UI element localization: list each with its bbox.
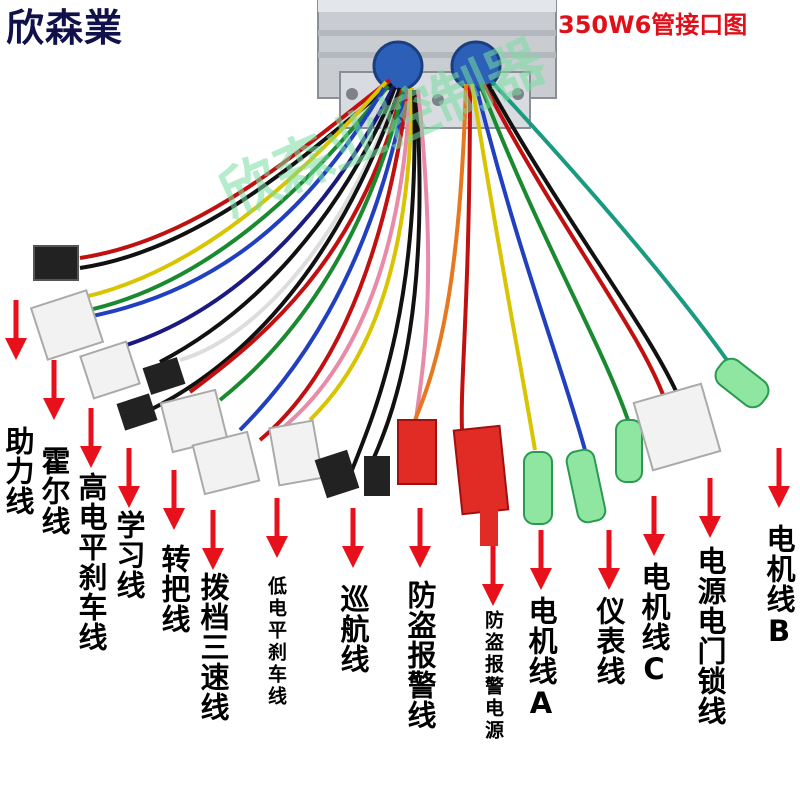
label-assist-wire: 助力线 xyxy=(1,426,35,516)
arrow-down-icon xyxy=(266,498,288,558)
arrow-down-icon xyxy=(530,530,552,590)
label-power-lock-wire: 电源电门锁线 xyxy=(693,546,727,726)
label-anti-theft-alarm-wire: 防盗报警线 xyxy=(403,580,437,730)
label-throttle-wire: 转把线 xyxy=(157,544,191,634)
arrow-down-icon xyxy=(118,448,140,508)
arrow-down-icon xyxy=(43,360,65,420)
label-hall-wire: 霍尔线 xyxy=(37,446,71,536)
brand-logo: 欣森業 xyxy=(6,6,124,50)
label-low-level-brake-wire: 低电平刹车线 xyxy=(265,576,287,708)
wire-harness xyxy=(69,78,740,471)
label-three-speed-wire: 拨档三速线 xyxy=(196,572,230,722)
label-motor-wire-c: 电机线C xyxy=(637,562,671,687)
label-motor-wire-b: 电机线B xyxy=(762,524,796,649)
arrow-down-icon xyxy=(699,478,721,538)
arrow-down-icon xyxy=(80,408,102,468)
arrow-down-icon xyxy=(163,470,185,530)
arrow-down-icon xyxy=(409,508,431,568)
label-cruise-wire: 巡航线 xyxy=(336,584,370,674)
arrow-down-icon xyxy=(342,508,364,568)
arrow-down-icon xyxy=(768,448,790,508)
arrow-down-icon xyxy=(598,530,620,590)
arrow-down-icon xyxy=(5,300,27,360)
label-meter-wire: 仪表线 xyxy=(592,596,626,686)
arrow-down-icon xyxy=(643,496,665,556)
label-learning-wire: 学习线 xyxy=(112,510,146,600)
arrow-down-icon xyxy=(482,546,504,606)
controller-box xyxy=(317,0,557,129)
label-anti-theft-alarm-power: 防盗报警电源 xyxy=(482,610,504,742)
diagram-title: 350W6管接口图 xyxy=(558,11,748,39)
label-motor-wire-a: 电机线A xyxy=(524,596,558,721)
arrow-down-icon xyxy=(202,510,224,570)
label-high-level-brake-wire: 高电平刹车线 xyxy=(74,472,108,652)
connectors xyxy=(29,245,770,546)
